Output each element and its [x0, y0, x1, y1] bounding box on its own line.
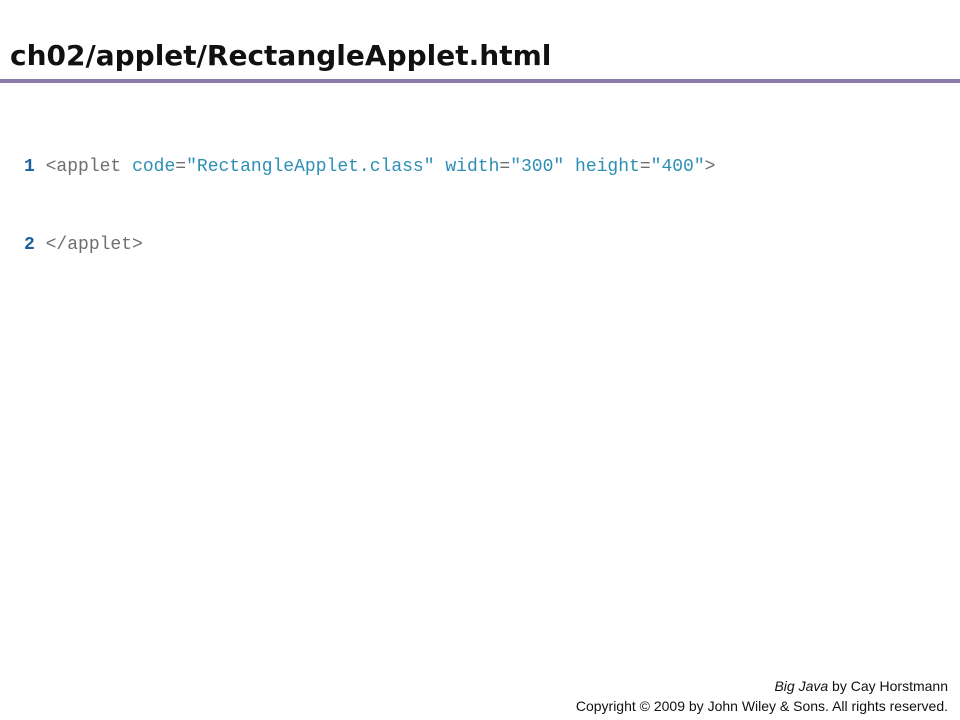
open-tag: <applet: [45, 157, 122, 177]
close-tag: </applet>: [45, 235, 143, 255]
slide-title: ch02/applet/RectangleApplet.html: [10, 39, 552, 72]
code-line-2: 2 </applet>: [24, 232, 715, 258]
title-underline: [0, 79, 960, 83]
line-number: 1: [24, 157, 35, 177]
attribute-name: width: [445, 157, 500, 177]
attribute-value: "RectangleApplet.class": [186, 157, 435, 177]
book-title: Big Java: [774, 678, 829, 694]
attribute-value: "300": [510, 157, 565, 177]
code-line-1: 1 <applet code="RectangleApplet.class" w…: [24, 154, 715, 180]
copyright-footer: Big Java by Cay Horstmann Copyright © 20…: [576, 676, 948, 716]
equals-sign: =: [175, 157, 187, 177]
equals-sign: =: [499, 157, 511, 177]
line-number: 2: [24, 235, 35, 255]
attribute-name: height: [575, 157, 640, 177]
attribute-name: code: [132, 157, 176, 177]
attribute-value: "400": [650, 157, 705, 177]
equals-sign: =: [639, 157, 651, 177]
book-credit: Big Java by Cay Horstmann: [576, 676, 948, 696]
copyright-notice: Copyright © 2009 by John Wiley & Sons. A…: [575, 698, 948, 714]
code-listing: 1 <applet code="RectangleApplet.class" w…: [24, 102, 715, 310]
tag-close: >: [704, 157, 716, 177]
author-credit: by Cay Horstmann: [828, 678, 948, 694]
